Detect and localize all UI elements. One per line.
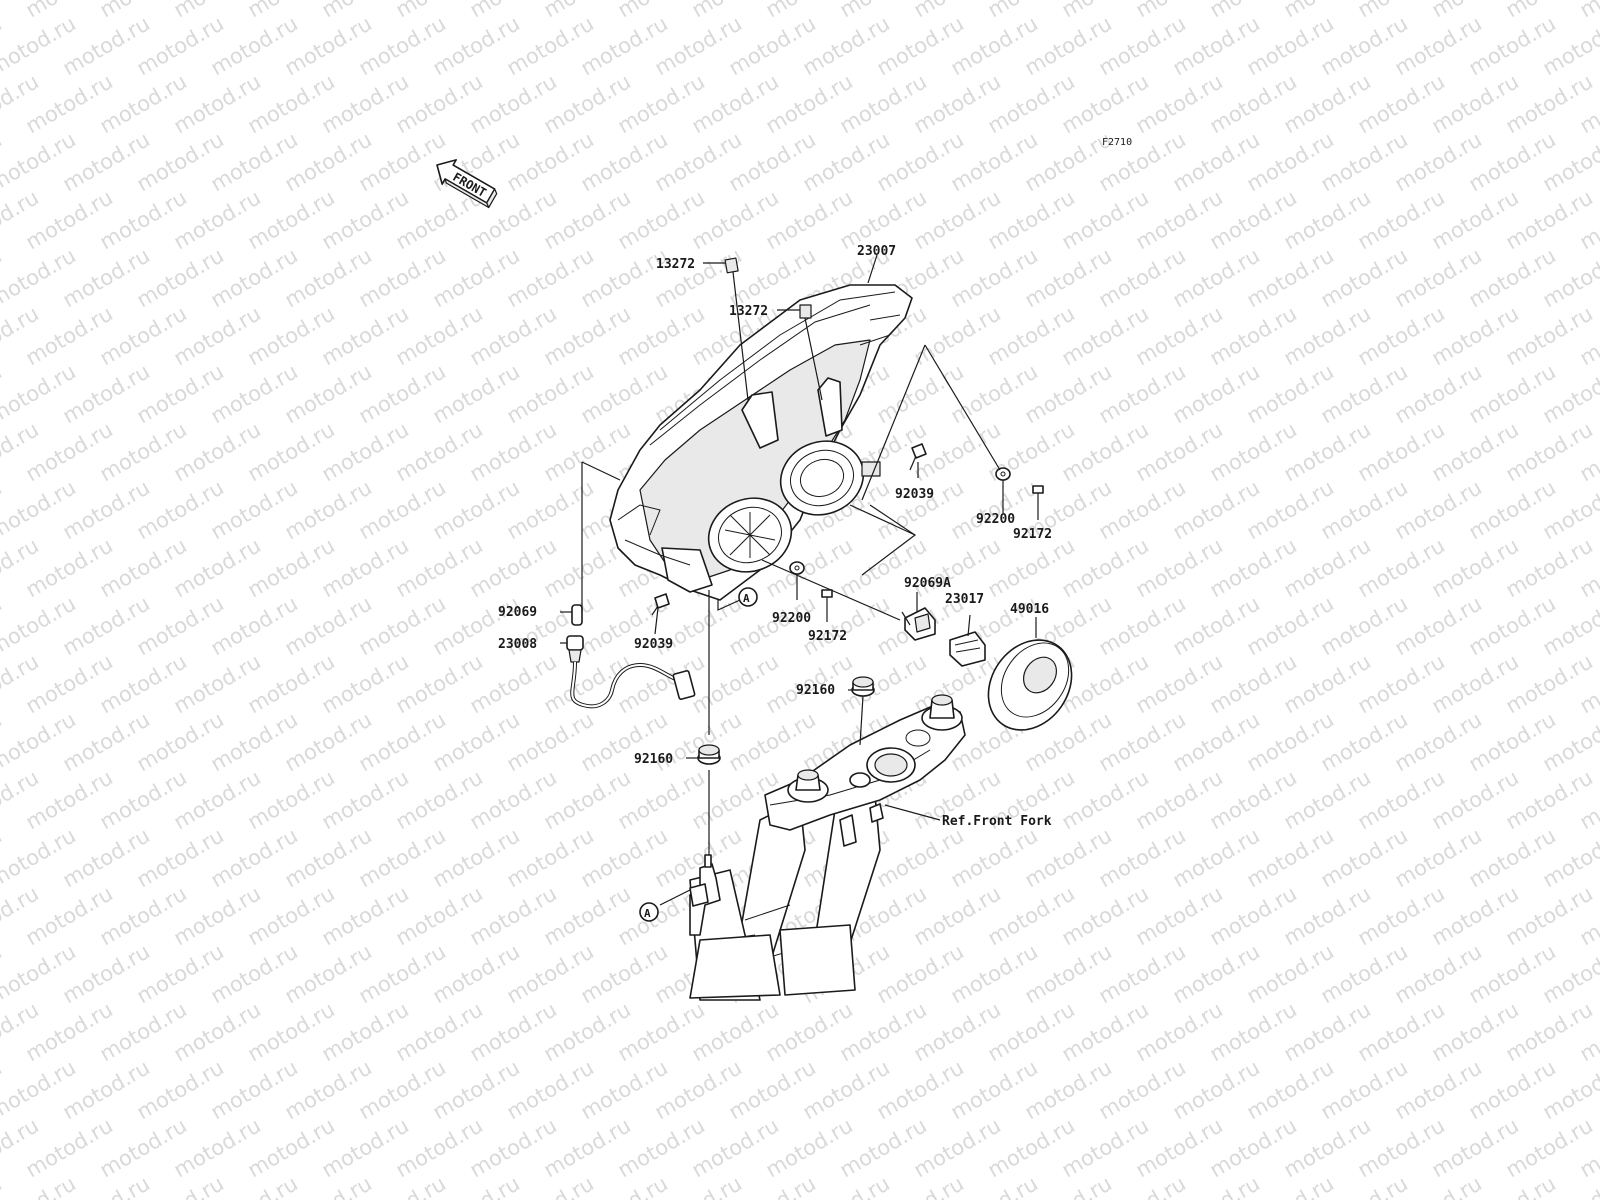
reference-label-front-fork: Ref.Front Fork [942,814,1052,829]
leader-lines [560,254,1039,906]
part-label-92200-mid: 92200 [772,611,811,626]
bolt-92172-right [1032,485,1044,500]
grommet-92160-right [851,676,875,697]
front-fork-reference [689,694,966,1001]
part-label-92172-right: 92172 [1013,527,1052,542]
part-label-23017: 23017 [945,592,984,607]
part-labels: 13272 13272 23007 92039 92200 92172 9206… [498,244,1052,829]
headlight-assembly [609,284,913,601]
part-label-92200-right: 92200 [976,512,1015,527]
part-label-13272-top: 13272 [729,304,768,319]
socket-23017 [949,631,986,667]
screw-92039-left [651,593,670,616]
view-marker-a-upper: A [738,587,758,607]
socket-wire-23008 [566,635,696,709]
washer-92200-right [995,467,1011,481]
part-label-92039-left: 92039 [634,637,673,652]
part-label-92160-right: 92160 [796,683,835,698]
part-label-92172-mid: 92172 [808,629,847,644]
bolt-92172-mid [821,589,833,606]
watermark-text: motod.ru [0,1171,6,1200]
watermark-text: motod.ru [1576,0,1600,22]
part-label-92039-right: 92039 [895,487,934,502]
part-label-92069: 92069 [498,605,537,620]
svg-text:A: A [644,907,651,920]
part-label-23008: 23008 [498,637,537,652]
part-label-23007: 23007 [857,244,896,259]
part-label-49016: 49016 [1010,602,1049,617]
part-label-92160-left: 92160 [634,752,673,767]
clip-13272-left [724,257,739,274]
dust-cap-49016 [987,639,1073,731]
grommet-92160-left [697,744,721,765]
washer-92200-mid [789,561,805,575]
screw-92039-right [909,443,927,471]
view-marker-a-lower: A [639,902,659,922]
bulb-92069 [571,604,583,626]
part-label-13272-left: 13272 [656,257,695,272]
part-label-92069A: 92069A [904,576,951,591]
clip-13272-top [799,304,812,319]
diagram-code: F2710 [1102,137,1132,148]
svg-text:A: A [743,592,750,605]
bulb-92069A [901,607,936,641]
